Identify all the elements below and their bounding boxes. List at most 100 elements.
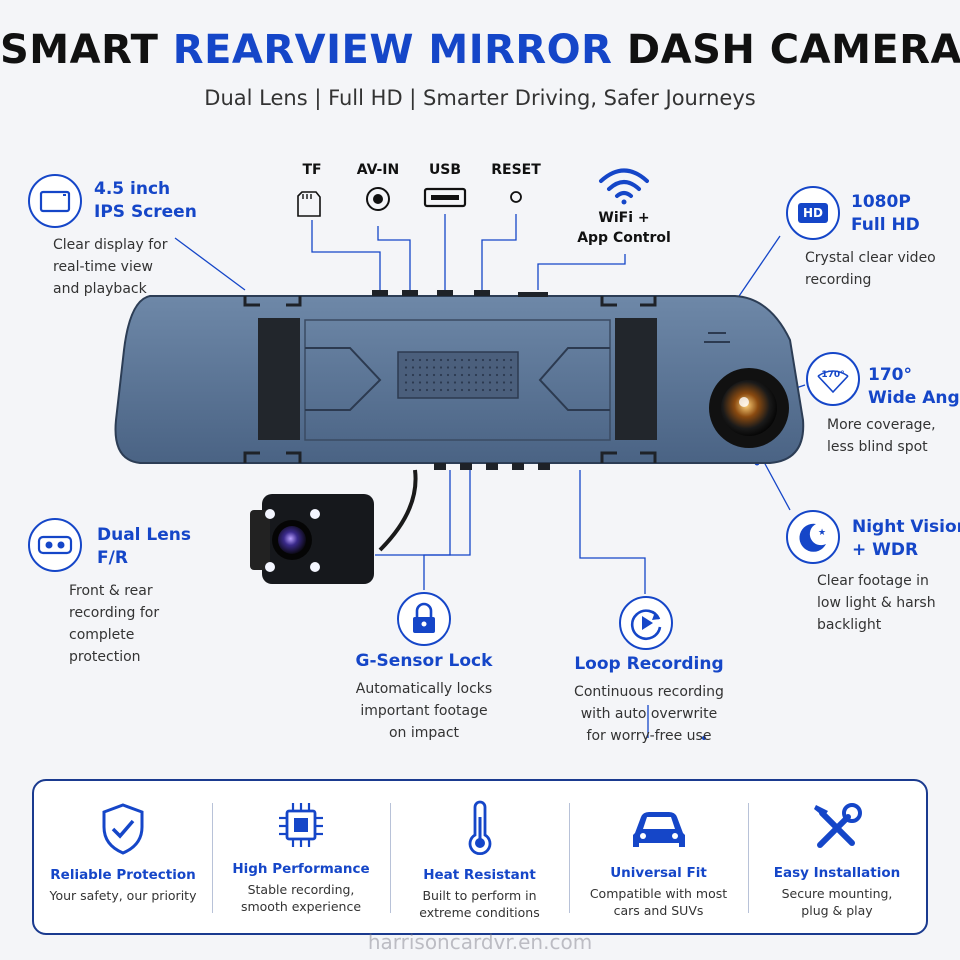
grille-dot (509, 358, 513, 362)
usb-port-label: USB (428, 162, 462, 178)
usb-icon (423, 187, 467, 208)
grille-dot (481, 366, 485, 369)
wide-feature-title: 170° Wide Angle (868, 364, 960, 410)
chip-icon (279, 803, 323, 847)
grille-dot (439, 373, 443, 377)
screen-desc-line-2: real-time view (53, 259, 153, 275)
dual-desc-line-3: complete (69, 627, 135, 643)
dual-feature-title: Dual Lens F/R (97, 524, 191, 570)
grille-dot (453, 366, 457, 369)
grille-dot (418, 366, 422, 369)
g-sensor-desc-line-3: on impact (388, 725, 460, 741)
grille-dot (453, 373, 457, 377)
grille-dot (404, 358, 408, 362)
grille-dot (481, 388, 485, 392)
av-in-icon (366, 187, 390, 211)
benefit-title: Easy Installation (773, 865, 901, 881)
loop-recording-feature-icon (619, 596, 673, 650)
wide-feature-desc: More coverage, less blind spot (827, 414, 936, 458)
dual-desc-line-4: protection (69, 649, 141, 665)
grille-dot (474, 381, 478, 384)
screen-feature-icon (28, 174, 82, 228)
hd-feature-desc: Crystal clear video recording (805, 247, 936, 291)
rear-camera (262, 494, 374, 584)
benefit-desc-line-1: Your safety, our priority (49, 888, 197, 903)
right-bracket (615, 318, 657, 440)
grille-dot (502, 373, 506, 377)
grille-dot (509, 373, 513, 377)
grille-dot (460, 388, 464, 392)
grille-dot (502, 388, 506, 392)
wifi-label-line-1: WiFi + (598, 210, 650, 226)
grille-dot (432, 381, 436, 384)
benefits-panel: Reliable Protection Your safety, our pri… (32, 779, 928, 935)
grille-dot (446, 373, 450, 377)
benefit-reliable-protection: Reliable Protection Your safety, our pri… (34, 781, 212, 933)
reset-icon (510, 191, 522, 203)
grille-dot (446, 366, 450, 369)
watermark: harrisoncardvr.en.com (367, 930, 593, 954)
moon-icon: ★ (799, 523, 826, 552)
screen-desc-line-1: Clear display for (53, 237, 168, 253)
wifi-icon (599, 168, 649, 205)
divider (748, 803, 749, 913)
benefit-desc-line-2: plug & play (801, 903, 873, 918)
grille-dot (460, 358, 464, 362)
shield-check-icon (102, 803, 144, 855)
loop-icon (630, 609, 662, 640)
reset-port-label: RESET (491, 162, 541, 178)
grille-dot (432, 366, 436, 369)
connector-lines (174, 214, 806, 738)
wide-angle-icon-text: 170° (821, 370, 845, 380)
g-sensor-desc-line-2: important footage (360, 703, 488, 719)
g-sensor-feature-desc: Automatically locks important footage on… (324, 678, 524, 744)
benefit-title: Heat Resistant (423, 867, 536, 883)
grille-dot (467, 358, 471, 362)
dual-lens-feature-icon (28, 518, 82, 572)
speaker-grille (397, 351, 519, 399)
grille-dot (474, 373, 478, 377)
grille-dot (439, 358, 443, 362)
grille-dot (418, 388, 422, 392)
screen-title-line-2: IPS Screen (94, 202, 197, 222)
benefit-desc-line-1: Secure mounting, (781, 886, 893, 901)
grille-dot (495, 366, 499, 369)
grille-dot (404, 388, 408, 392)
svg-text:★: ★ (818, 528, 826, 538)
grille-dot (460, 366, 464, 369)
g-sensor-desc-line-1: Automatically locks (355, 681, 493, 697)
hd-icon: HD (798, 203, 828, 223)
av-in-port-label: AV-IN (356, 162, 400, 178)
grille-dot (474, 366, 478, 369)
benefit-desc-line-1: Built to perform in (422, 888, 537, 903)
grille-dot (460, 381, 464, 384)
dual-desc-line-1: Front & rear (69, 583, 153, 599)
benefit-easy-installation: Easy Installation Secure mounting, plug &… (748, 781, 926, 933)
dual-title-line-2: F/R (97, 548, 128, 568)
grille-dot (425, 381, 429, 384)
title-part-1: SMART (0, 27, 173, 73)
grille-dot (439, 388, 443, 392)
page-title: SMART REARVIEW MIRROR DASH CAMERA (0, 24, 960, 76)
wifi-label: WiFi + App Control (574, 208, 674, 248)
grille-dot (446, 358, 450, 362)
hd-title-line-2: Full HD (851, 215, 920, 235)
benefit-desc: Your safety, our priority (34, 887, 212, 904)
grille-dot (411, 373, 415, 377)
benefit-desc: Secure mounting, plug & play (748, 885, 926, 919)
hd-feature-title: 1080P Full HD (851, 191, 920, 237)
wide-angle-icon (817, 370, 849, 394)
grille-dot (467, 381, 471, 384)
benefit-title: High Performance (232, 861, 370, 877)
grille-dot (404, 373, 408, 377)
night-vision-feature-icon: ★ (786, 510, 840, 564)
night-title-line-2: + WDR (852, 540, 919, 560)
night-desc-line-1: Clear footage in (817, 573, 929, 589)
grille-dot (502, 381, 506, 384)
grille-dot (432, 388, 436, 392)
